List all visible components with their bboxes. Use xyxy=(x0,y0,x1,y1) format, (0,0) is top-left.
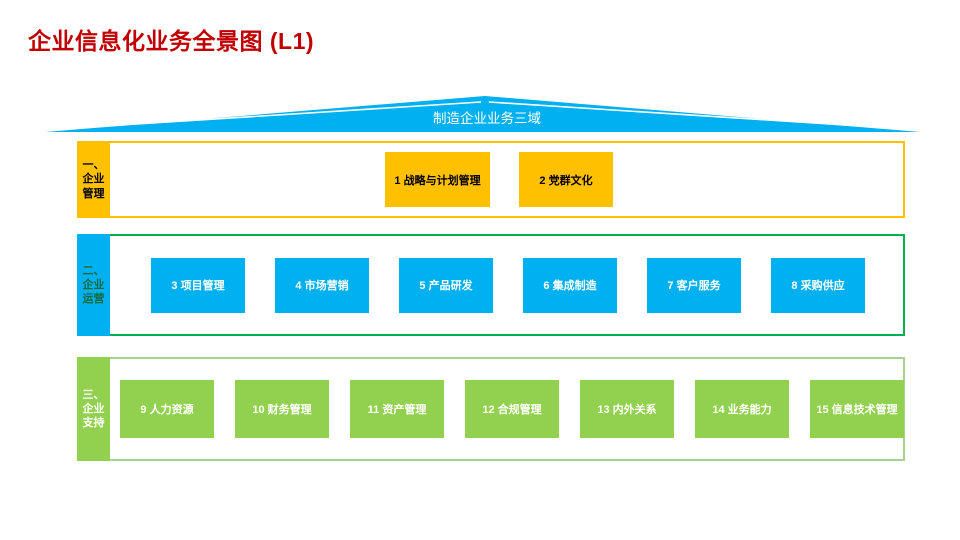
box-12-compliance-management: 12 合规管理 xyxy=(465,380,559,438)
band-label-line: 二、 xyxy=(82,264,105,277)
band-enterprise-operation: 二、 企业 运营 3 项目管理 4 市场营销 5 产品研发 6 集成制造 7 客… xyxy=(77,234,905,336)
box-13-internal-external-relations: 13 内外关系 xyxy=(580,380,674,438)
page-title: 企业信息化业务全景图 (L1) xyxy=(28,28,315,54)
box-10-finance-management: 10 财务管理 xyxy=(235,380,329,438)
box-14-business-capability: 14 业务能力 xyxy=(695,380,789,438)
band-label-line: 企业 xyxy=(82,402,105,415)
box-2-party-culture: 2 党群文化 xyxy=(519,152,613,207)
band-label-line: 企业 xyxy=(82,278,105,291)
roof-left-ridge-line xyxy=(57,101,482,130)
box-5-product-rd: 5 产品研发 xyxy=(399,257,493,313)
band-row-enterprise-support: 9 人力资源 10 财务管理 11 资产管理 12 合规管理 13 内外关系 1… xyxy=(112,359,904,459)
box-3-project-management: 3 项目管理 xyxy=(151,257,245,313)
roof-right-ridge-line xyxy=(488,101,908,130)
band-label-enterprise-support: 三、 企业 支持 xyxy=(77,357,110,461)
box-9-human-resources: 9 人力资源 xyxy=(120,380,214,438)
band-enterprise-support: 三、 企业 支持 9 人力资源 10 财务管理 11 资产管理 12 合规管理 … xyxy=(77,357,905,461)
box-15-it-management: 15 信息技术管理 xyxy=(810,380,904,438)
band-label-enterprise-operation: 二、 企业 运营 xyxy=(77,234,110,336)
band-label-line: 三、 xyxy=(82,388,105,401)
box-6-integrated-manufacturing: 6 集成制造 xyxy=(523,257,617,313)
band-row-enterprise-operation: 3 项目管理 4 市场营销 5 产品研发 6 集成制造 7 客户服务 8 采购供… xyxy=(112,236,903,334)
band-label-line: 运营 xyxy=(82,293,105,306)
box-1-strategy-plan-management: 1 战略与计划管理 xyxy=(385,152,490,207)
roof-banner: 制造企业业务三域 xyxy=(45,96,920,132)
band-label-line: 支持 xyxy=(82,417,105,430)
box-4-marketing: 4 市场营销 xyxy=(275,257,369,313)
band-label-enterprise-management: 一、 企业 管理 xyxy=(77,141,110,218)
band-enterprise-management: 一、 企业 管理 1 战略与计划管理 2 党群文化 xyxy=(77,141,905,218)
roof-triangle-shape xyxy=(45,96,920,132)
band-label-line: 一、 xyxy=(82,159,105,172)
band-label-line: 管理 xyxy=(82,187,105,200)
band-row-enterprise-management: 1 战略与计划管理 2 党群文化 xyxy=(112,143,903,216)
box-11-asset-management: 11 资产管理 xyxy=(350,380,444,438)
roof-label: 制造企业业务三域 xyxy=(433,110,541,126)
box-7-customer-service: 7 客户服务 xyxy=(647,257,741,313)
band-label-line: 企业 xyxy=(82,173,105,186)
box-8-procurement-supply: 8 采购供应 xyxy=(771,257,865,313)
